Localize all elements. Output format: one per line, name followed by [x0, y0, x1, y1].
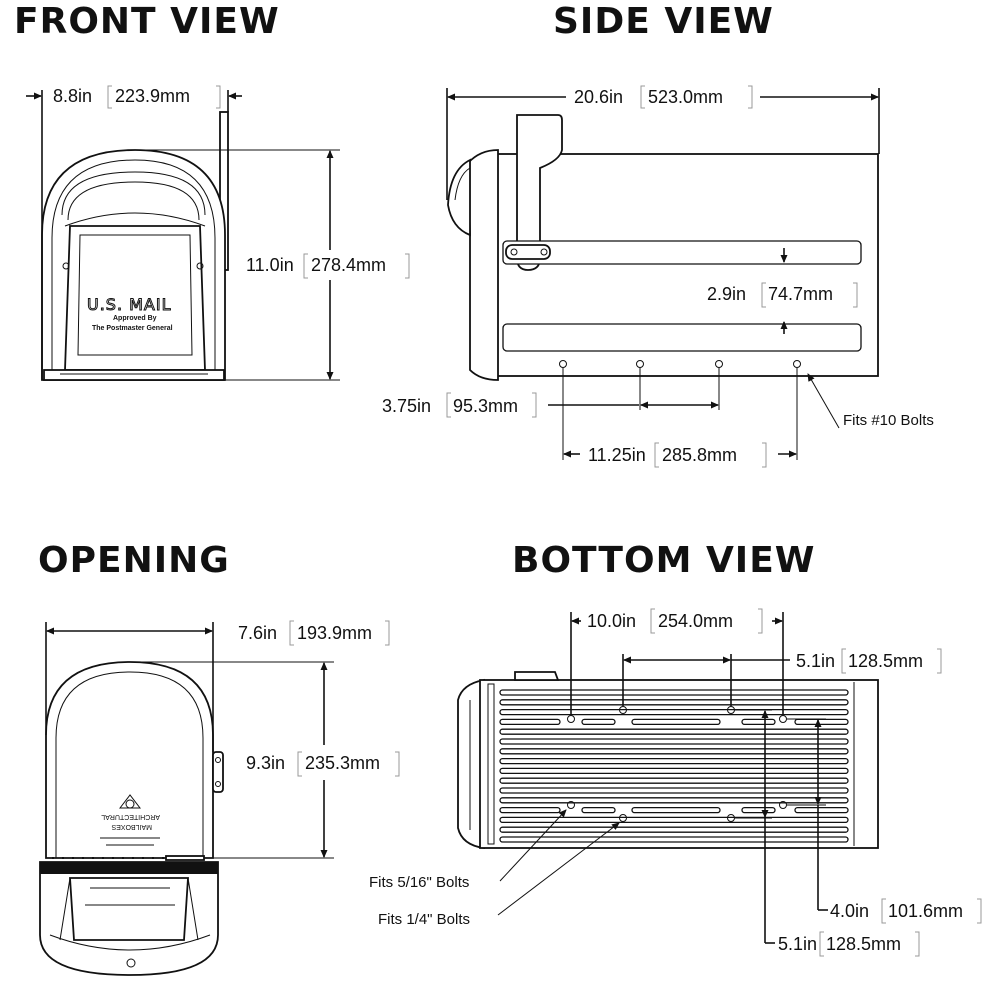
front-width-mm: 223.9mm [115, 86, 190, 106]
vent-slot [581, 718, 616, 726]
side-length-in: 20.6in [574, 87, 623, 107]
vent-slot [499, 689, 849, 696]
bottom-bolt-notes: Fits 5/16" Bolts Fits 1/4" Bolts [369, 809, 620, 928]
bottom-width-b-mm: 128.5mm [826, 934, 901, 954]
vent-slot [499, 708, 849, 716]
opening-width-dimension: 7.6in 193.9mm [45, 620, 390, 752]
opening-drawing: ARCHITECTURAL MAILBOXES [39, 661, 224, 976]
vent-slot [499, 738, 849, 745]
vent-slot [499, 767, 849, 775]
side-bolt-a-in: 3.75in [382, 396, 431, 416]
vent-slot [631, 718, 721, 726]
front-width-dimension: 8.8in 223.9mm [26, 85, 242, 380]
side-bolt-b-in: 11.25in [588, 445, 646, 465]
vent-slot [741, 806, 776, 814]
vent-slot [499, 836, 849, 843]
side-slot-gap-in: 2.9in [707, 284, 746, 304]
vent-slot [794, 718, 849, 726]
bottom-length-a-in: 10.0in [587, 611, 636, 631]
bottom-length-b-in: 5.1in [796, 651, 835, 671]
heading-front-view: FRONT VIEW [14, 1, 280, 42]
side-bolt-spacing-b: 11.25in 285.8mm [562, 368, 798, 468]
opening-width-in: 7.6in [238, 623, 277, 643]
bottom-width-b-dimension: 5.1in 128.5mm [735, 709, 920, 957]
vent-slot [499, 718, 561, 726]
side-bolt-note: Fits #10 Bolts [807, 373, 934, 429]
approved-by-label: Approved By [113, 315, 157, 322]
vent-slot [499, 816, 849, 824]
bottom-view-drawing [457, 671, 879, 850]
bottom-length-b-dimension: 5.1in 128.5mm [622, 648, 942, 706]
front-height-dimension: 11.0in 278.4mm [135, 149, 410, 381]
bottom-length-a-mm: 254.0mm [658, 611, 733, 631]
opening-height-dimension: 9.3in 235.3mm [130, 661, 400, 859]
heading-bottom-view: BOTTOM VIEW [512, 540, 816, 581]
opening-height-mm: 235.3mm [305, 753, 380, 773]
bottom-width-b-in: 5.1in [778, 934, 817, 954]
front-view-drawing: U.S. MAIL Approved By The Postmaster Gen… [41, 111, 229, 381]
vent-slot [499, 787, 849, 794]
fits-516-bolts-label: Fits 5/16" Bolts [369, 874, 469, 891]
side-view-drawing [447, 114, 879, 381]
bottom-length-b-mm: 128.5mm [848, 651, 923, 671]
side-bolt-a-mm: 95.3mm [453, 396, 518, 416]
vent-slot [499, 728, 849, 735]
bottom-length-a-dimension: 10.0in 254.0mm [570, 608, 784, 715]
vent-slot [581, 806, 616, 814]
opening-brand-2: MAILBOXES [111, 823, 152, 830]
side-slot-gap-mm: 74.7mm [768, 284, 833, 304]
front-height-mm: 278.4mm [311, 255, 386, 275]
side-bolt-b-mm: 285.8mm [662, 445, 737, 465]
opening-brand-1: ARCHITECTURAL [101, 813, 160, 820]
opening-height-in: 9.3in [246, 753, 285, 773]
side-bolt-spacing-a: 3.75in 95.3mm [382, 368, 720, 418]
vent-slot [794, 806, 849, 814]
vent-slot [499, 826, 849, 833]
heading-side-view: SIDE VIEW [553, 1, 774, 42]
vent-slot [499, 777, 849, 784]
opening-width-mm: 193.9mm [297, 623, 372, 643]
front-width-in: 8.8in [53, 86, 92, 106]
fits-10-bolts-label: Fits #10 Bolts [843, 412, 934, 429]
postmaster-label: The Postmaster General [92, 325, 173, 332]
side-length-mm: 523.0mm [648, 87, 723, 107]
us-mail-label: U.S. MAIL [87, 295, 172, 314]
bottom-width-a-dimension: 4.0in 101.6mm [787, 718, 982, 924]
fits-14-bolts-label: Fits 1/4" Bolts [378, 911, 470, 928]
side-slot-gap-dimension: 2.9in 74.7mm [707, 248, 858, 334]
vent-slot [631, 806, 721, 814]
vent-slot [499, 748, 849, 755]
bottom-width-a-mm: 101.6mm [888, 901, 963, 921]
vent-slot [499, 806, 561, 814]
heading-opening: OPENING [38, 540, 230, 581]
vent-slot [499, 757, 849, 765]
vent-slot [741, 718, 776, 726]
vent-slot [499, 699, 849, 706]
vent-slot [499, 797, 849, 804]
bottom-width-a-in: 4.0in [830, 901, 869, 921]
front-height-in: 11.0in [246, 255, 294, 275]
side-length-dimension: 20.6in 523.0mm [446, 85, 880, 200]
